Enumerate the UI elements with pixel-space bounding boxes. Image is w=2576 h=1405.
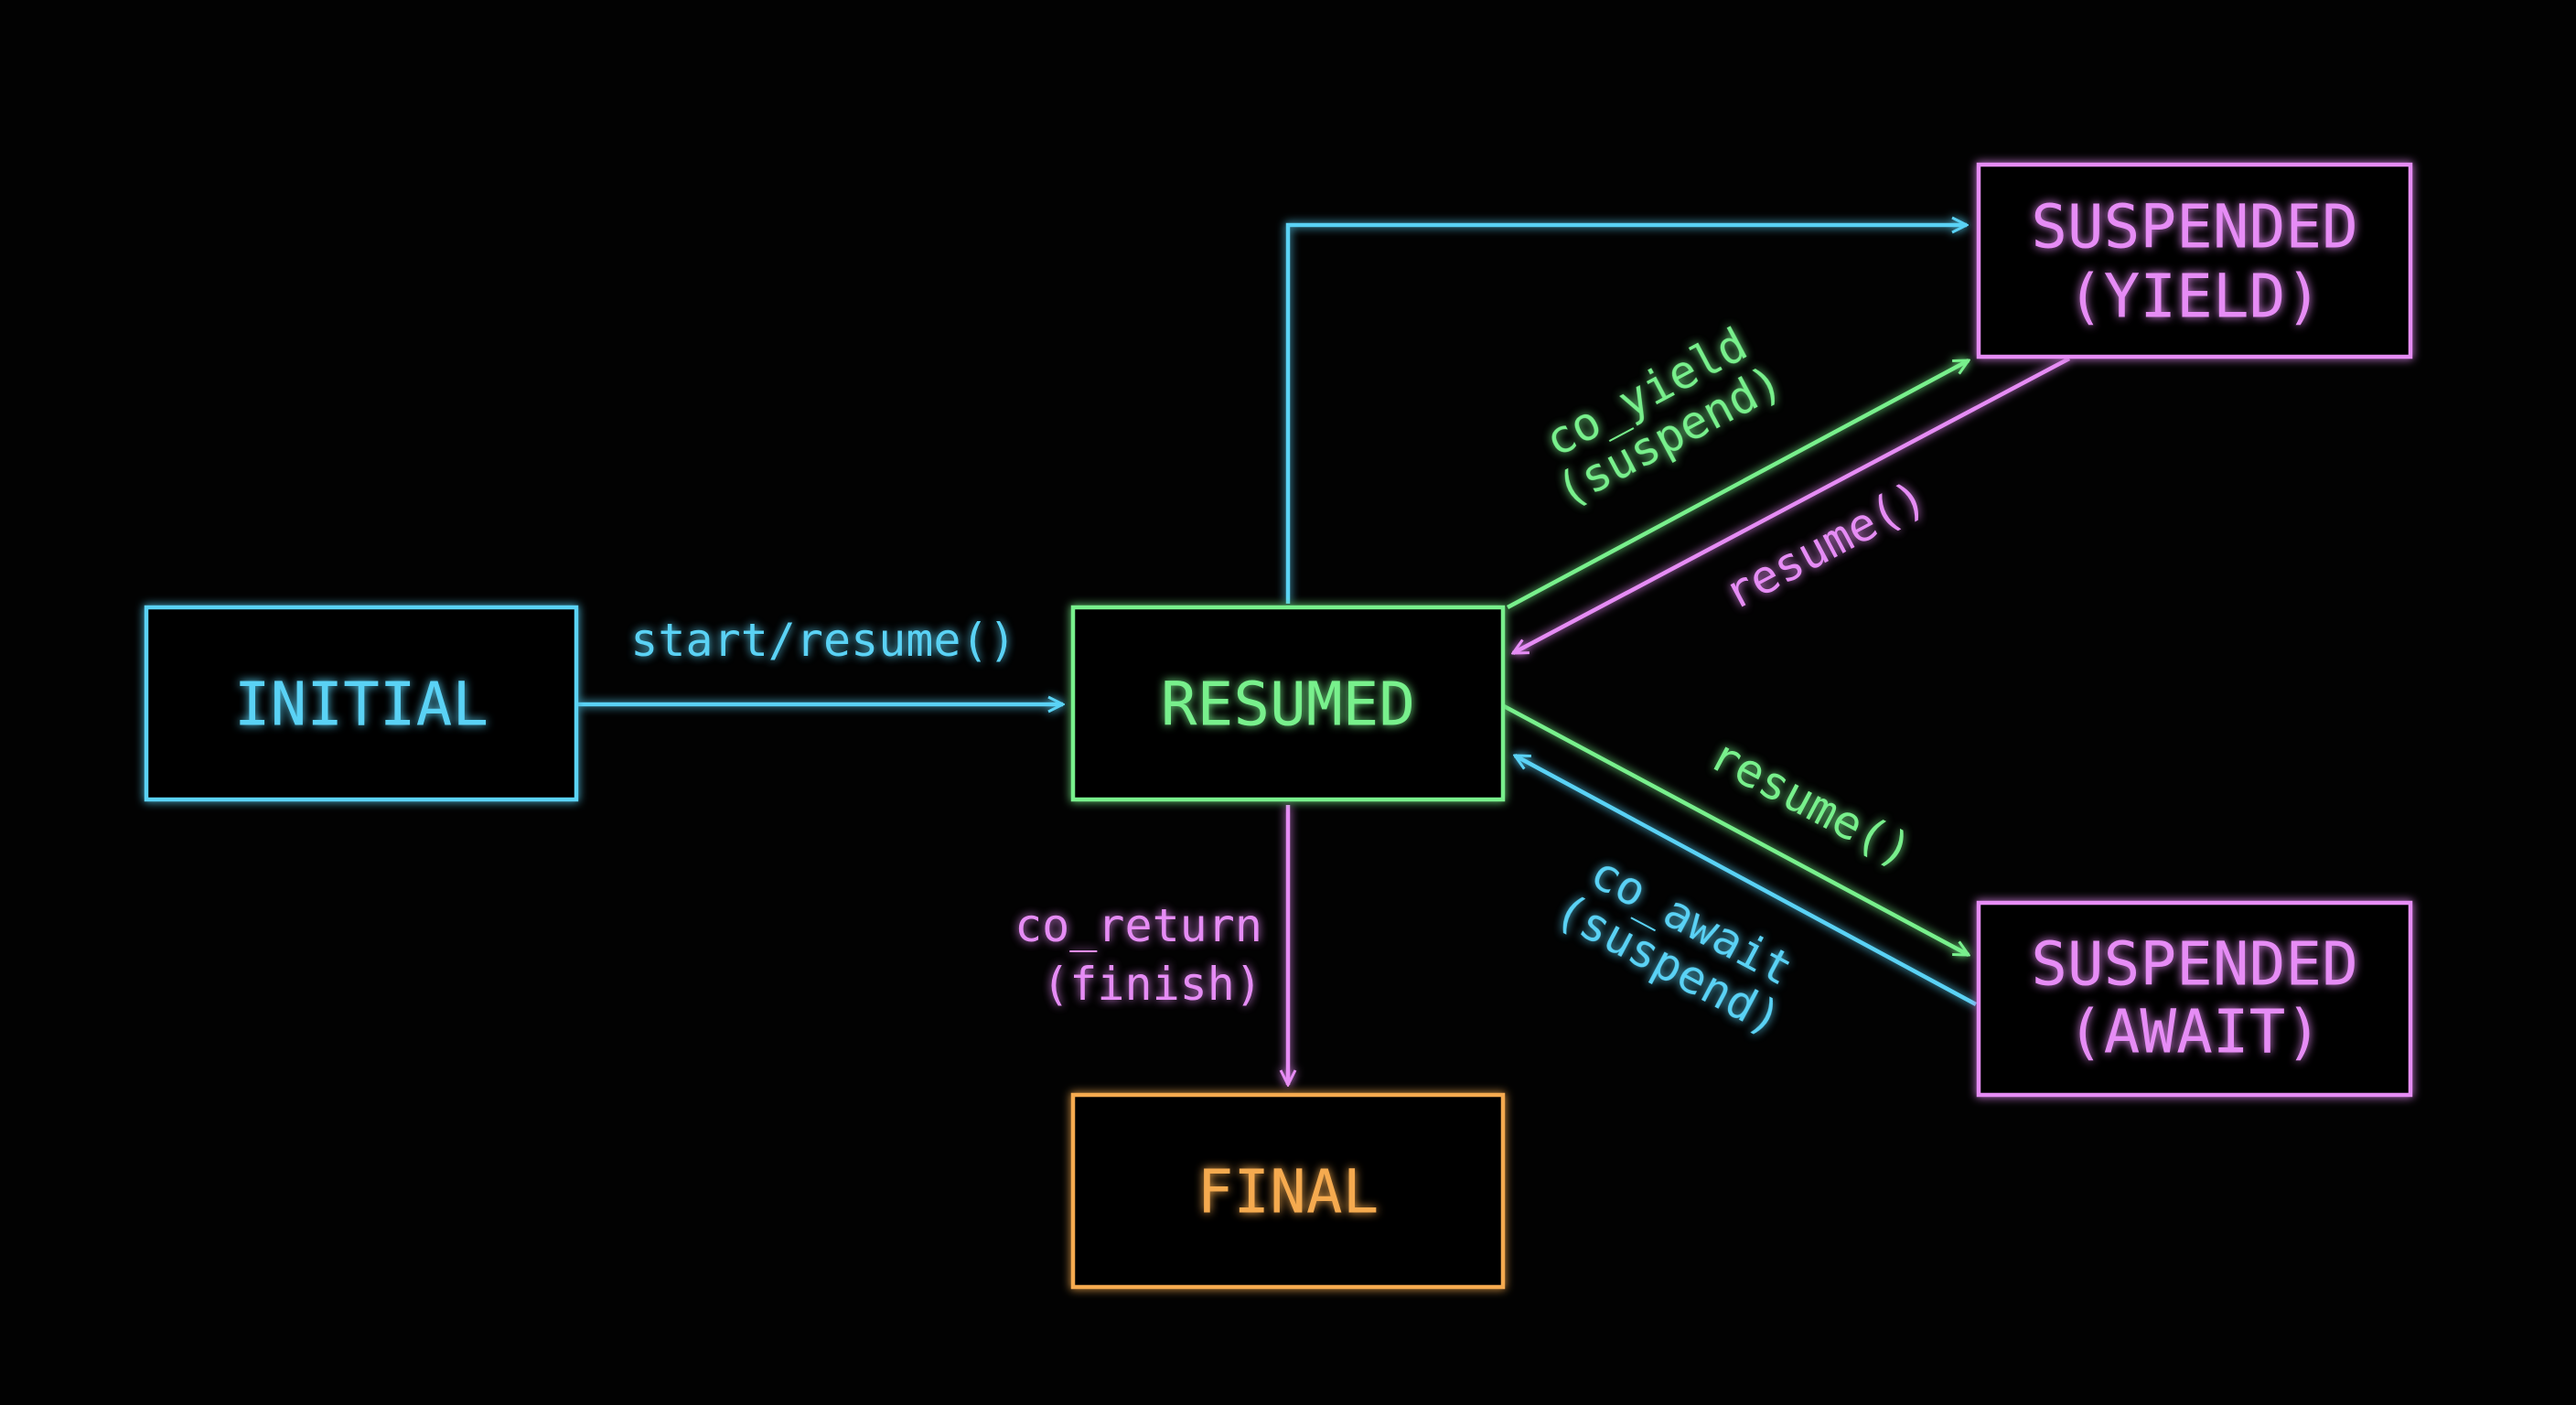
label-resume-from-yield: resume() xyxy=(1715,470,1935,620)
edge-resume-to-await xyxy=(1502,704,1969,957)
node-await-label-line2: (AWAIT) xyxy=(2067,997,2322,1067)
label-co-return-line1: co_return xyxy=(1014,899,1262,952)
node-yield-label-line1: SUSPENDED xyxy=(2031,192,2358,263)
label-start-resume: start/resume() xyxy=(630,614,1015,667)
node-resumed-label: RESUMED xyxy=(1161,670,1415,740)
node-final xyxy=(1070,1092,1506,1290)
node-suspended-await xyxy=(1976,900,2413,1098)
edge-resumed-to-yield-elbow xyxy=(1285,225,1967,604)
label-co-return-line2: (finish) xyxy=(1042,958,1262,1011)
node-suspended-yield xyxy=(1976,162,2413,359)
label-resume-to-await: resume() xyxy=(1701,728,1921,878)
edge-resume-from-yield xyxy=(1513,357,2071,655)
node-initial xyxy=(144,605,579,802)
node-initial-label: INITIAL xyxy=(234,670,488,740)
edge-co-await xyxy=(1515,754,1978,1006)
node-resumed xyxy=(1070,605,1506,802)
node-await-label-line1: SUSPENDED xyxy=(2031,929,2358,1000)
node-yield-label-line2: (YIELD) xyxy=(2067,262,2322,332)
edge-co-yield xyxy=(1506,359,1969,609)
node-final-label: FINAL xyxy=(1197,1157,1379,1228)
